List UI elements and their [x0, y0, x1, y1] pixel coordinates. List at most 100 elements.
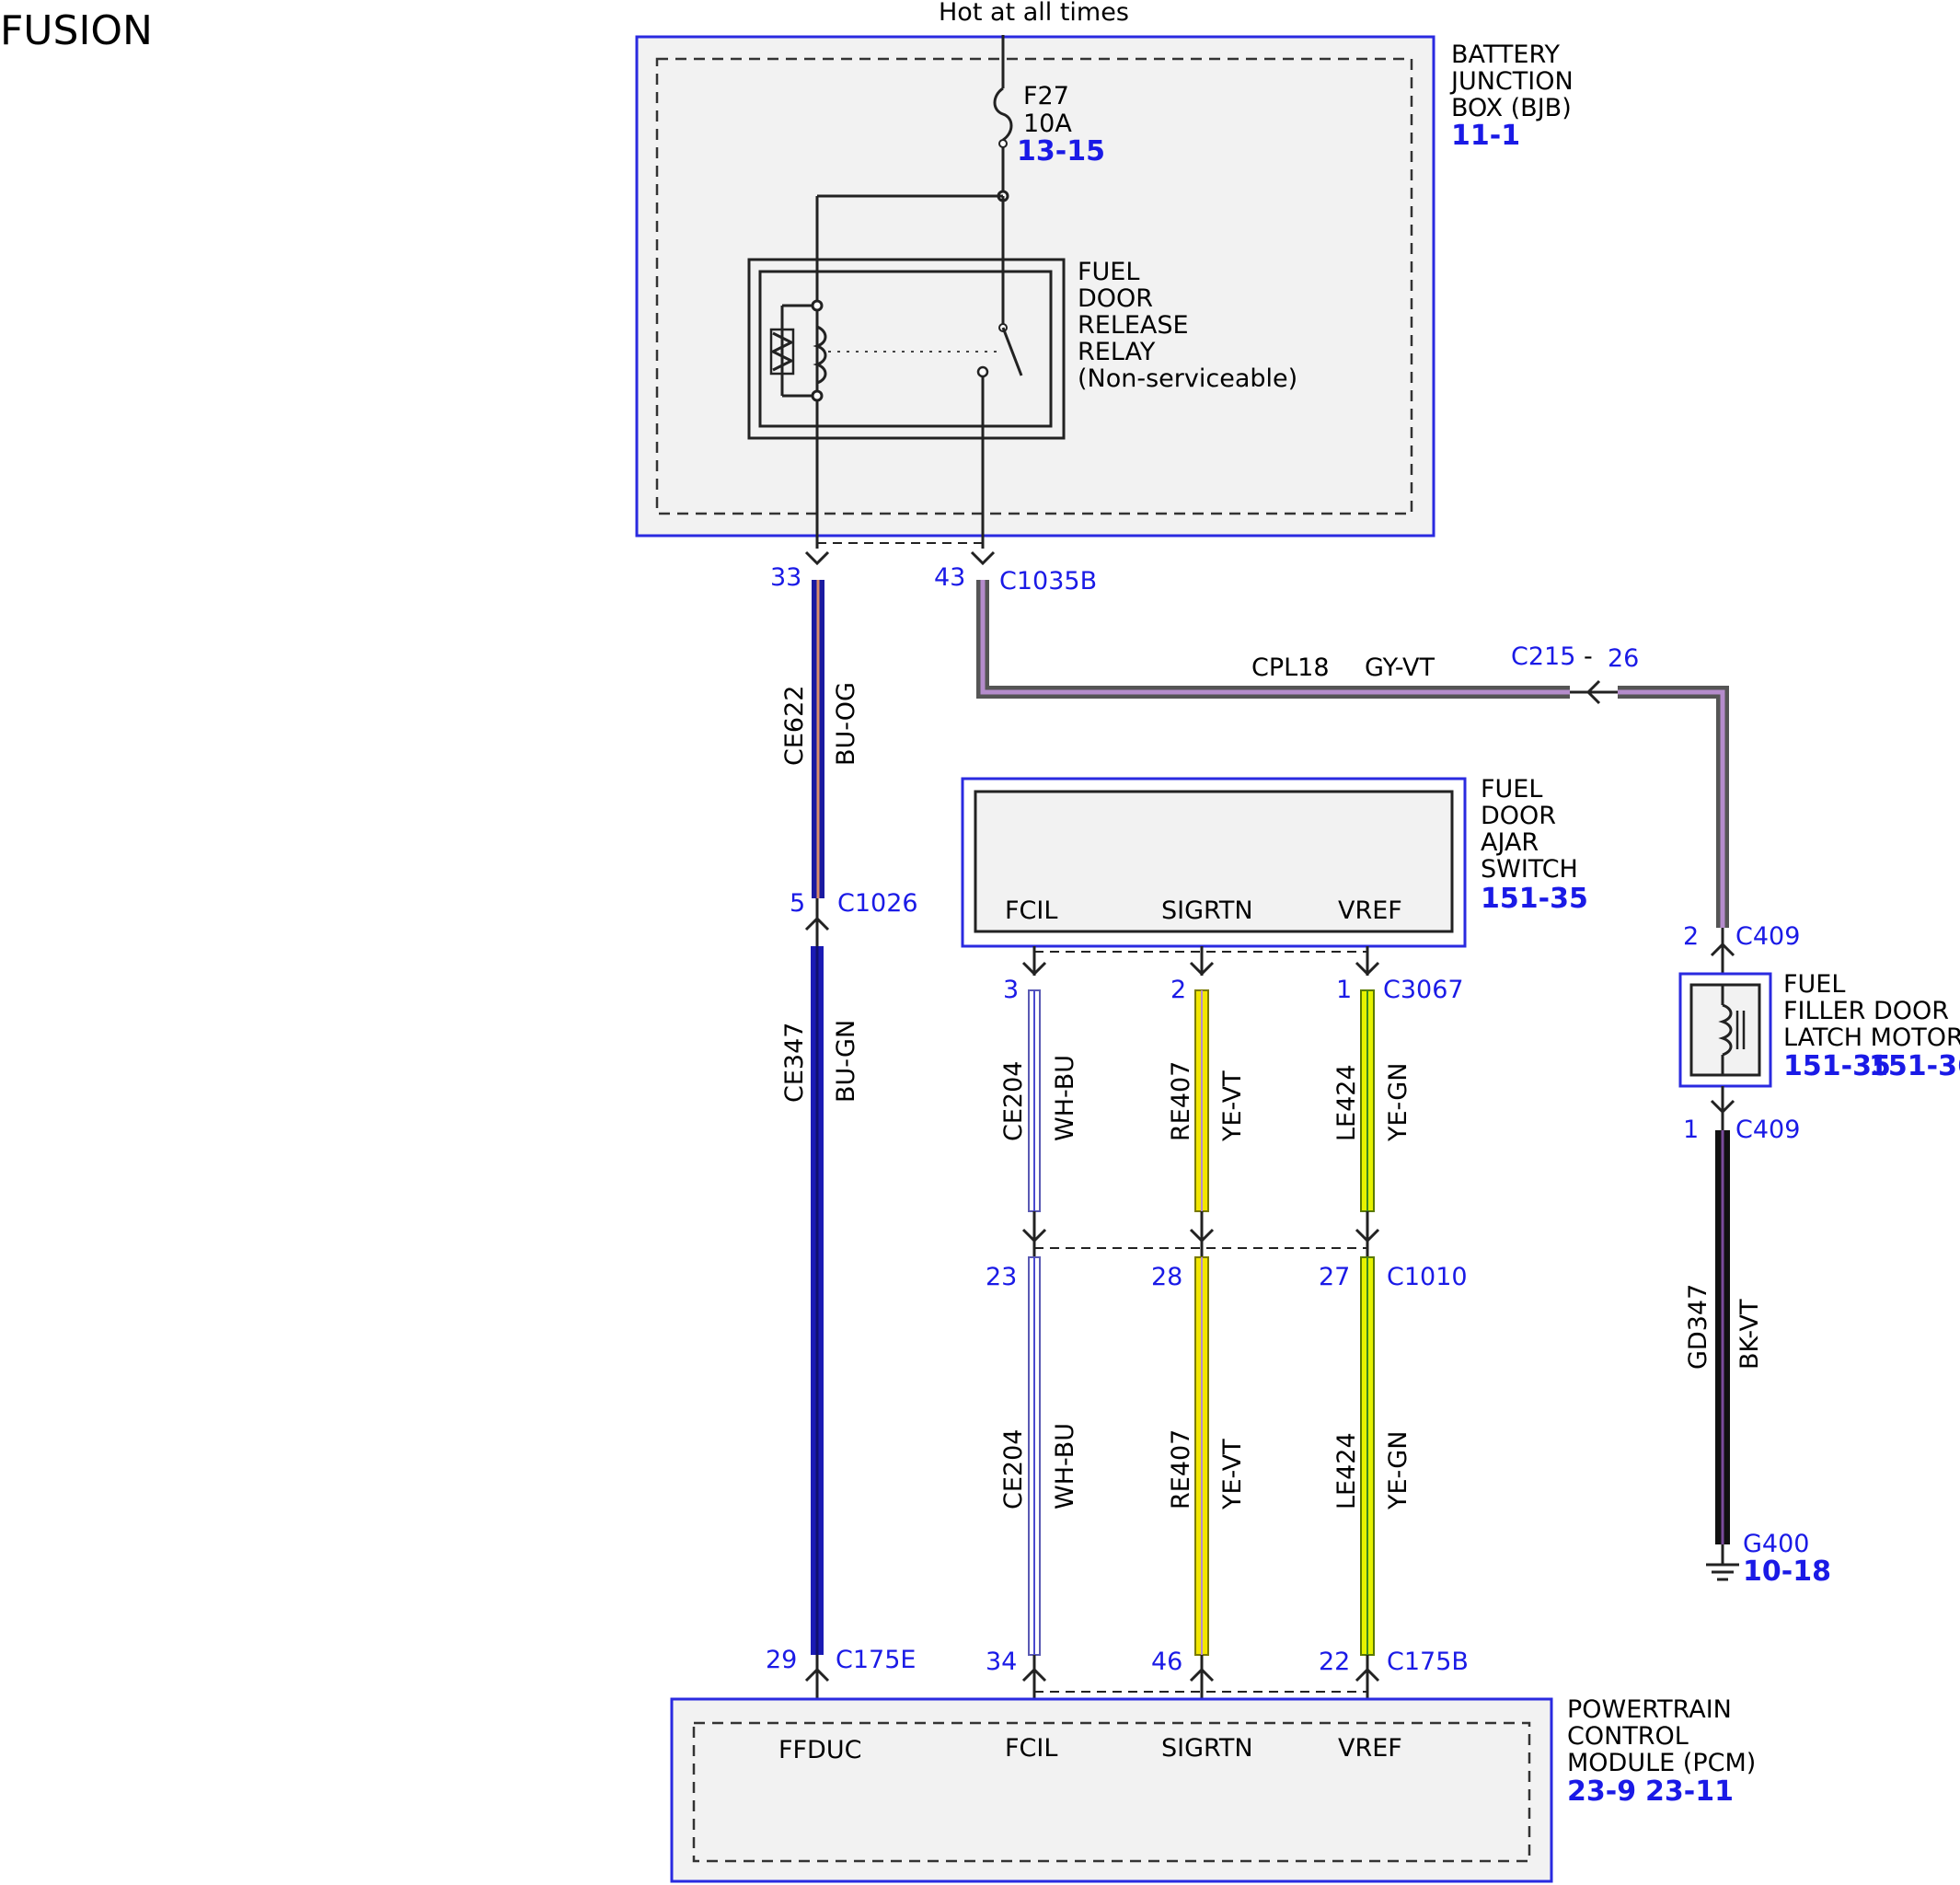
connector-c175b: 34 46 22 C175B — [986, 1648, 1469, 1701]
svg-text:SIGRTN: SIGRTN — [1161, 1734, 1253, 1763]
svg-text:CPL18: CPL18 — [1251, 653, 1330, 682]
svg-text:46: 46 — [1151, 1648, 1182, 1676]
wire-ce622: CE622 BU-OG — [780, 580, 860, 898]
svg-text:29: 29 — [766, 1646, 797, 1674]
svg-text:22: 22 — [1319, 1648, 1350, 1676]
svg-text:(Non-serviceable): (Non-serviceable) — [1078, 364, 1297, 393]
svg-text:10A: 10A — [1023, 110, 1072, 138]
svg-text:YE-GN: YE-GN — [1384, 1063, 1412, 1142]
svg-text:FUEL: FUEL — [1078, 258, 1139, 286]
svg-text:GD347: GD347 — [1684, 1284, 1712, 1370]
pin-43: 43 — [934, 563, 965, 592]
svg-text:AJAR: AJAR — [1481, 828, 1539, 857]
connector-c1010: 23 28 27 C1010 — [986, 1211, 1468, 1291]
connector-c3067: 3 2 1 C3067 — [1003, 946, 1464, 1004]
svg-text:LATCH MOTOR: LATCH MOTOR — [1783, 1023, 1960, 1052]
svg-text:1: 1 — [1683, 1116, 1699, 1144]
svg-text:C1026: C1026 — [837, 889, 918, 918]
wire-le424-lower: LE424 YE-GN — [1332, 1256, 1412, 1656]
svg-text:FILLER DOOR: FILLER DOOR — [1783, 997, 1949, 1025]
svg-text:C1010: C1010 — [1387, 1263, 1468, 1291]
svg-text:CE347: CE347 — [780, 1023, 809, 1103]
svg-text:YE-VT: YE-VT — [1218, 1439, 1247, 1510]
fuse-f27-label: F27 10A 13-15 — [1017, 82, 1105, 168]
svg-text:CE622: CE622 — [780, 686, 809, 766]
wire-re407-lower: RE407 YE-VT — [1167, 1256, 1247, 1656]
connector-c1026: 5 C1026 — [790, 889, 918, 948]
svg-text:C175B: C175B — [1387, 1648, 1469, 1676]
power-label: Hot at all times — [939, 0, 1129, 27]
svg-text:G400: G400 — [1743, 1530, 1809, 1558]
ground-symbol — [1706, 1544, 1739, 1581]
connector-c215: C215 - 26 — [1511, 642, 1639, 705]
svg-text:BATTERY: BATTERY — [1451, 40, 1561, 69]
svg-text:VREF: VREF — [1338, 1734, 1402, 1763]
svg-text:WH-BU: WH-BU — [1051, 1423, 1079, 1509]
connector-c175e: 29 C175E — [766, 1646, 916, 1701]
svg-text:26: 26 — [1608, 644, 1639, 673]
svg-text:LE424: LE424 — [1332, 1432, 1361, 1509]
svg-text:23: 23 — [986, 1263, 1017, 1291]
fuel-door-ajar-switch: FCIL SIGRTN VREF — [961, 777, 1467, 948]
latch-motor-ref-link-2[interactable]: 151-36 — [1869, 1050, 1960, 1082]
svg-text:SWITCH: SWITCH — [1481, 855, 1578, 884]
svg-text:C175E: C175E — [836, 1646, 916, 1674]
svg-text:C215: C215 — [1511, 642, 1575, 671]
svg-text:2: 2 — [1683, 922, 1699, 951]
fuel-filler-door-latch-motor — [1678, 972, 1772, 1088]
wire-re407-upper: RE407 YE-VT — [1167, 989, 1247, 1212]
fuel-door-release-relay — [747, 258, 1066, 549]
svg-text:FUEL: FUEL — [1783, 970, 1845, 999]
c409-bottom: 1 C409 — [1683, 1086, 1800, 1144]
svg-text:C409: C409 — [1735, 922, 1800, 951]
svg-text:BU-GN: BU-GN — [832, 1020, 860, 1103]
latch-motor-label: FUEL FILLER DOOR LATCH MOTOR 151-35 151-… — [1783, 970, 1960, 1082]
svg-text:YE-VT: YE-VT — [1218, 1070, 1247, 1142]
svg-text:JUNCTION: JUNCTION — [1449, 67, 1574, 96]
ground-ref-link[interactable]: 10-18 — [1743, 1555, 1831, 1588]
svg-text:GY-VT: GY-VT — [1365, 653, 1435, 682]
svg-text:C3067: C3067 — [1383, 976, 1464, 1004]
svg-text:3: 3 — [1003, 976, 1019, 1004]
svg-text:RELEASE: RELEASE — [1078, 311, 1189, 340]
svg-text:2: 2 — [1170, 976, 1186, 1004]
svg-text:BK-VT: BK-VT — [1735, 1299, 1764, 1370]
pcm-label: POWERTRAIN CONTROL MODULE (PCM) 23-9 23-… — [1567, 1695, 1756, 1808]
svg-text:POWERTRAIN: POWERTRAIN — [1567, 1695, 1732, 1724]
bjb-ref-link[interactable]: 11-1 — [1451, 120, 1520, 152]
svg-text:YE-GN: YE-GN — [1384, 1431, 1412, 1510]
connector-c1035b: 33 43 C1035B — [770, 542, 1097, 596]
svg-text:VREF: VREF — [1338, 896, 1402, 925]
svg-text:28: 28 — [1151, 1263, 1182, 1291]
svg-text:C409: C409 — [1735, 1116, 1800, 1144]
bjb-label: BATTERY JUNCTION BOX (BJB) 11-1 — [1449, 40, 1574, 152]
svg-text:FCIL: FCIL — [1005, 1734, 1057, 1763]
svg-text:DOOR: DOOR — [1481, 802, 1556, 830]
svg-text:5: 5 — [790, 889, 805, 918]
fuse-ref-link[interactable]: 13-15 — [1017, 135, 1105, 168]
connector-name: C1035B — [999, 567, 1097, 596]
latch-motor-ref-link-1[interactable]: 151-35 — [1783, 1050, 1891, 1082]
relay-label: FUEL DOOR RELEASE RELAY (Non-serviceable… — [1078, 258, 1297, 393]
wire-gd347: GD347 BK-VT — [1684, 1130, 1764, 1544]
pcm-ref-link-2[interactable]: 23-11 — [1645, 1775, 1734, 1808]
page-title: FUSION — [0, 7, 153, 54]
pin-33: 33 — [770, 563, 801, 592]
svg-text:RE407: RE407 — [1167, 1061, 1195, 1141]
svg-text:FUEL: FUEL — [1481, 775, 1542, 804]
svg-text:FFDUC: FFDUC — [778, 1736, 861, 1764]
pcm-ref-link-1[interactable]: 23-9 — [1567, 1775, 1636, 1808]
wire-ce204-upper: CE204 WH-BU — [999, 989, 1079, 1212]
battery-junction-box — [635, 35, 1435, 538]
ajar-switch-ref-link[interactable]: 151-35 — [1481, 883, 1588, 915]
svg-text:CONTROL: CONTROL — [1567, 1722, 1689, 1751]
powertrain-control-module: FFDUC FCIL SIGRTN VREF — [670, 1697, 1553, 1883]
c409-top: 2 C409 — [1683, 922, 1800, 976]
svg-text:MODULE (PCM): MODULE (PCM) — [1567, 1749, 1756, 1777]
ground-label: G400 10-18 — [1743, 1530, 1831, 1588]
svg-text:RE407: RE407 — [1167, 1429, 1195, 1509]
wire-le424-upper: LE424 YE-GN — [1332, 989, 1412, 1212]
fuse-f27-symbol — [993, 87, 1013, 142]
svg-text:BU-OG: BU-OG — [832, 682, 860, 766]
